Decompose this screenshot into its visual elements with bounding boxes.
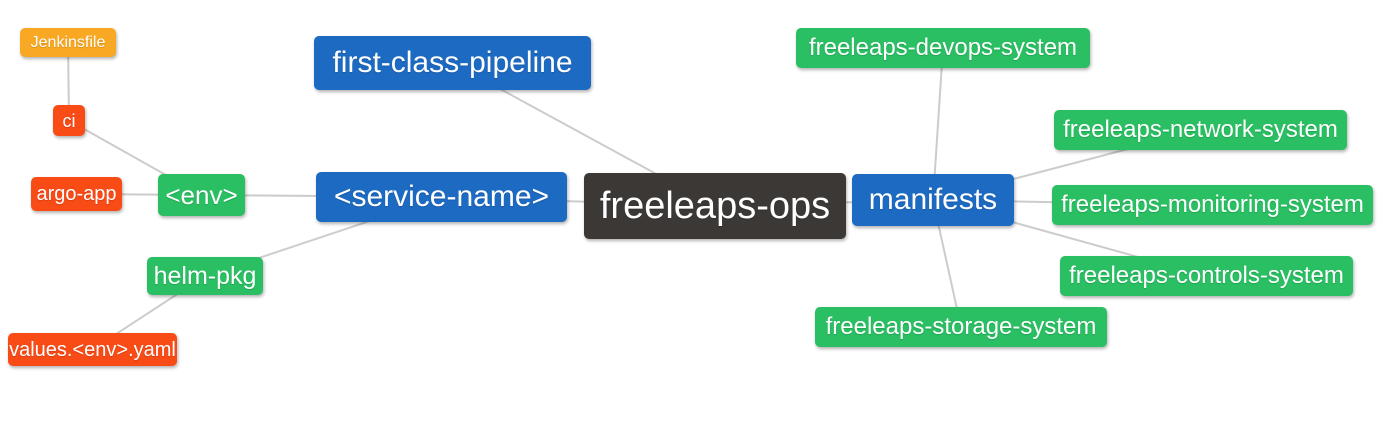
- node-manifests[interactable]: manifests: [852, 174, 1014, 226]
- node-label: helm-pkg: [153, 261, 257, 290]
- node-helm-pkg[interactable]: helm-pkg: [147, 257, 263, 295]
- node-env[interactable]: <env>: [158, 174, 245, 216]
- node-label: <env>: [165, 180, 238, 210]
- node-freeleaps-monitoring-system[interactable]: freeleaps-monitoring-system: [1052, 185, 1373, 225]
- node-label: freeleaps-ops: [599, 185, 831, 227]
- node-first-class-pipeline[interactable]: first-class-pipeline: [314, 36, 591, 90]
- node-label: freeleaps-devops-system: [808, 34, 1078, 61]
- node-label: Jenkinsfile: [30, 33, 106, 51]
- node-label: first-class-pipeline: [332, 46, 573, 79]
- node-freeleaps-storage-system[interactable]: freeleaps-storage-system: [815, 307, 1107, 347]
- node-ci[interactable]: ci: [53, 105, 85, 136]
- node-jenkinsfile[interactable]: Jenkinsfile: [20, 28, 116, 57]
- node-freeleaps-devops-system[interactable]: freeleaps-devops-system: [796, 28, 1090, 68]
- node-argo-app[interactable]: argo-app: [31, 177, 122, 211]
- node-freeleaps-network-system[interactable]: freeleaps-network-system: [1054, 110, 1347, 150]
- node-label: ci: [62, 110, 76, 131]
- node-label: freeleaps-monitoring-system: [1061, 191, 1364, 218]
- node-label: argo-app: [36, 183, 117, 205]
- node-label: values.<env>.yaml: [9, 338, 176, 361]
- node-label: freeleaps-network-system: [1063, 116, 1338, 143]
- node-label: freeleaps-storage-system: [825, 313, 1097, 340]
- node-service-name[interactable]: <service-name>: [316, 172, 567, 222]
- node-freeleaps-ops[interactable]: freeleaps-ops: [584, 173, 846, 239]
- node-values-env-yaml[interactable]: values.<env>.yaml: [8, 333, 177, 366]
- node-label: <service-name>: [333, 180, 550, 213]
- node-label: freeleaps-controls-system: [1069, 262, 1344, 289]
- node-freeleaps-controls-system[interactable]: freeleaps-controls-system: [1060, 256, 1353, 296]
- node-label: manifests: [868, 183, 998, 216]
